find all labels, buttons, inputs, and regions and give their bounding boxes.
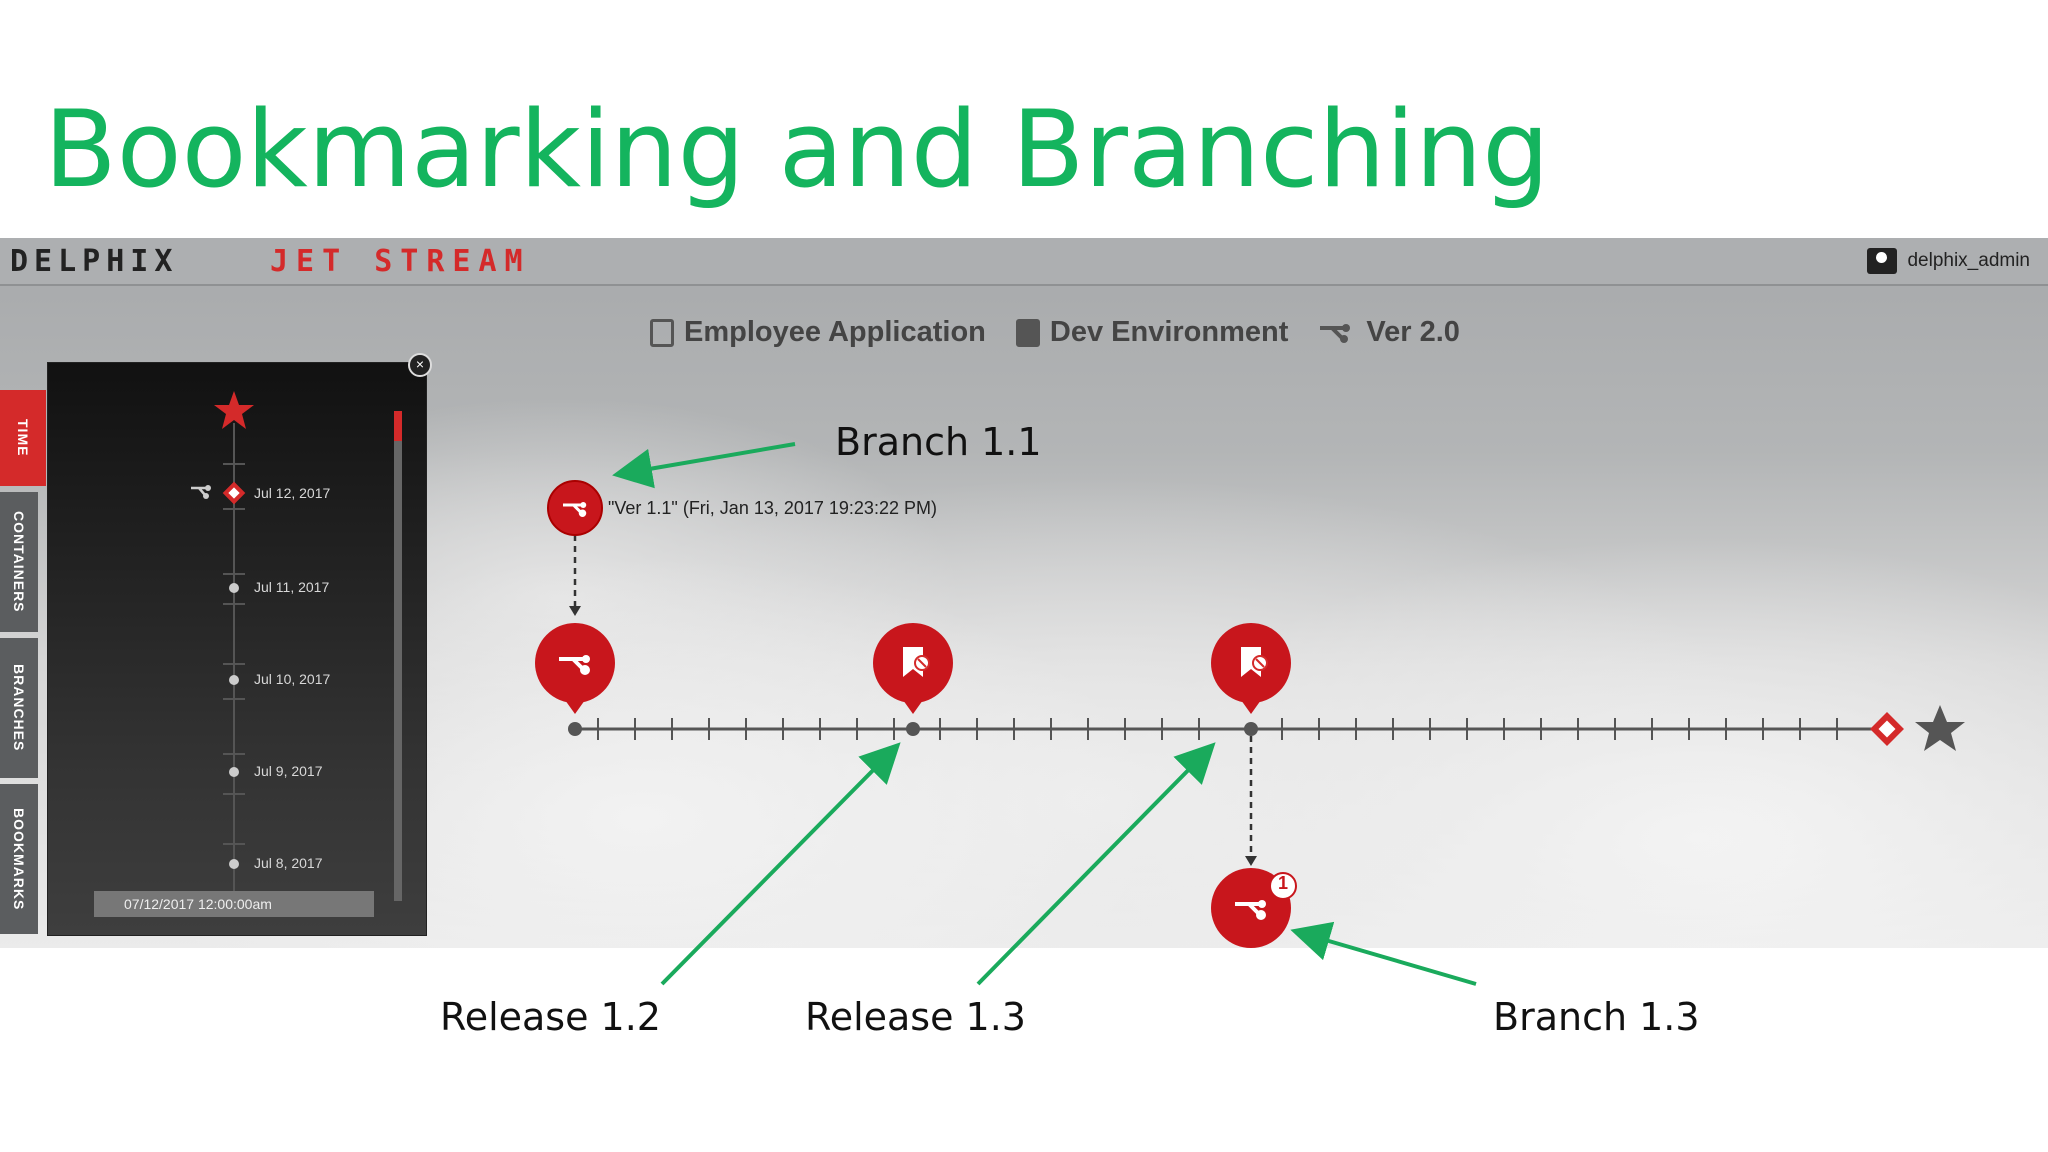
scrollbar[interactable] [394, 411, 402, 901]
breadcrumb-version[interactable]: Ver 2.0 [1318, 316, 1460, 349]
breadcrumb-label: Dev Environment [1049, 316, 1289, 348]
badge-count: 1 [1277, 873, 1288, 893]
timeline-date: Jul 9, 2017 [254, 763, 323, 779]
breadcrumb: Employee Application Dev Environment Ver… [650, 316, 1460, 349]
timeline-date: Jul 11, 2017 [254, 579, 330, 595]
branch-timeline [535, 480, 1965, 948]
user-menu[interactable]: delphix_admin [1867, 248, 2030, 274]
timeline-date: Jul 8, 2017 [254, 855, 323, 871]
bookmark-marker [873, 623, 953, 714]
breadcrumb-label: Ver 2.0 [1366, 316, 1460, 348]
timeline-date: Jul 10, 2017 [254, 671, 331, 687]
app-screenshot: DELPHIX JET STREAM delphix_admin Employe… [0, 238, 2048, 948]
user-icon [1867, 248, 1898, 274]
tab-time[interactable]: TIME [0, 390, 46, 486]
tab-branches[interactable]: BRANCHES [0, 638, 38, 778]
star-icon [1915, 705, 1965, 751]
timeline-point[interactable] [229, 767, 239, 777]
breadcrumb-application[interactable]: Employee Application [650, 316, 986, 349]
username: delphix_admin [1907, 250, 2030, 271]
timeline-point[interactable] [229, 675, 239, 685]
branch-marker [1211, 868, 1297, 948]
close-icon[interactable]: × [408, 353, 432, 377]
scrollbar-thumb[interactable] [394, 411, 402, 441]
timeline-point[interactable] [229, 583, 239, 593]
timeline-ticks [597, 718, 1838, 740]
breadcrumb-environment[interactable]: Dev Environment [1015, 316, 1289, 349]
annotation-branch-1-3: Branch 1.3 [1493, 995, 1700, 1039]
branch-icon [191, 485, 211, 499]
top-bar: DELPHIX JET STREAM delphix_admin [0, 238, 2048, 286]
delphix-logo: DELPHIX [10, 244, 179, 279]
timeline-panel: Jul 12, 2017 Jul 11, 2017 Jul 10, 2017 J… [47, 362, 427, 936]
timeline-line [233, 423, 235, 893]
branch-marker [535, 623, 615, 714]
annotation-branch-1-1: Branch 1.1 [835, 420, 1042, 464]
breadcrumb-label: Employee Application [684, 316, 986, 348]
annotation-release-1-2: Release 1.2 [440, 995, 661, 1039]
document-icon [650, 318, 674, 347]
tab-containers[interactable]: CONTAINERS [0, 492, 38, 632]
timeline-date: Jul 12, 2017 [254, 485, 331, 501]
annotation-release-1-3: Release 1.3 [805, 995, 1026, 1039]
slide-title: Bookmarking and Branching [44, 88, 1550, 211]
branch-icon [1320, 323, 1351, 343]
date-input[interactable]: 07/12/2017 12:00:00am [94, 891, 374, 917]
container-icon [1015, 318, 1040, 347]
jetstream-logo: JET STREAM [270, 244, 531, 279]
star-icon [214, 391, 254, 429]
diamond-icon[interactable] [220, 479, 248, 507]
bookmark-marker [1211, 623, 1291, 714]
tab-bookmarks[interactable]: BOOKMARKS [0, 784, 38, 934]
timeline-point[interactable] [229, 859, 239, 869]
version-label: "Ver 1.1" (Fri, Jan 13, 2017 19:23:22 PM… [608, 498, 937, 518]
